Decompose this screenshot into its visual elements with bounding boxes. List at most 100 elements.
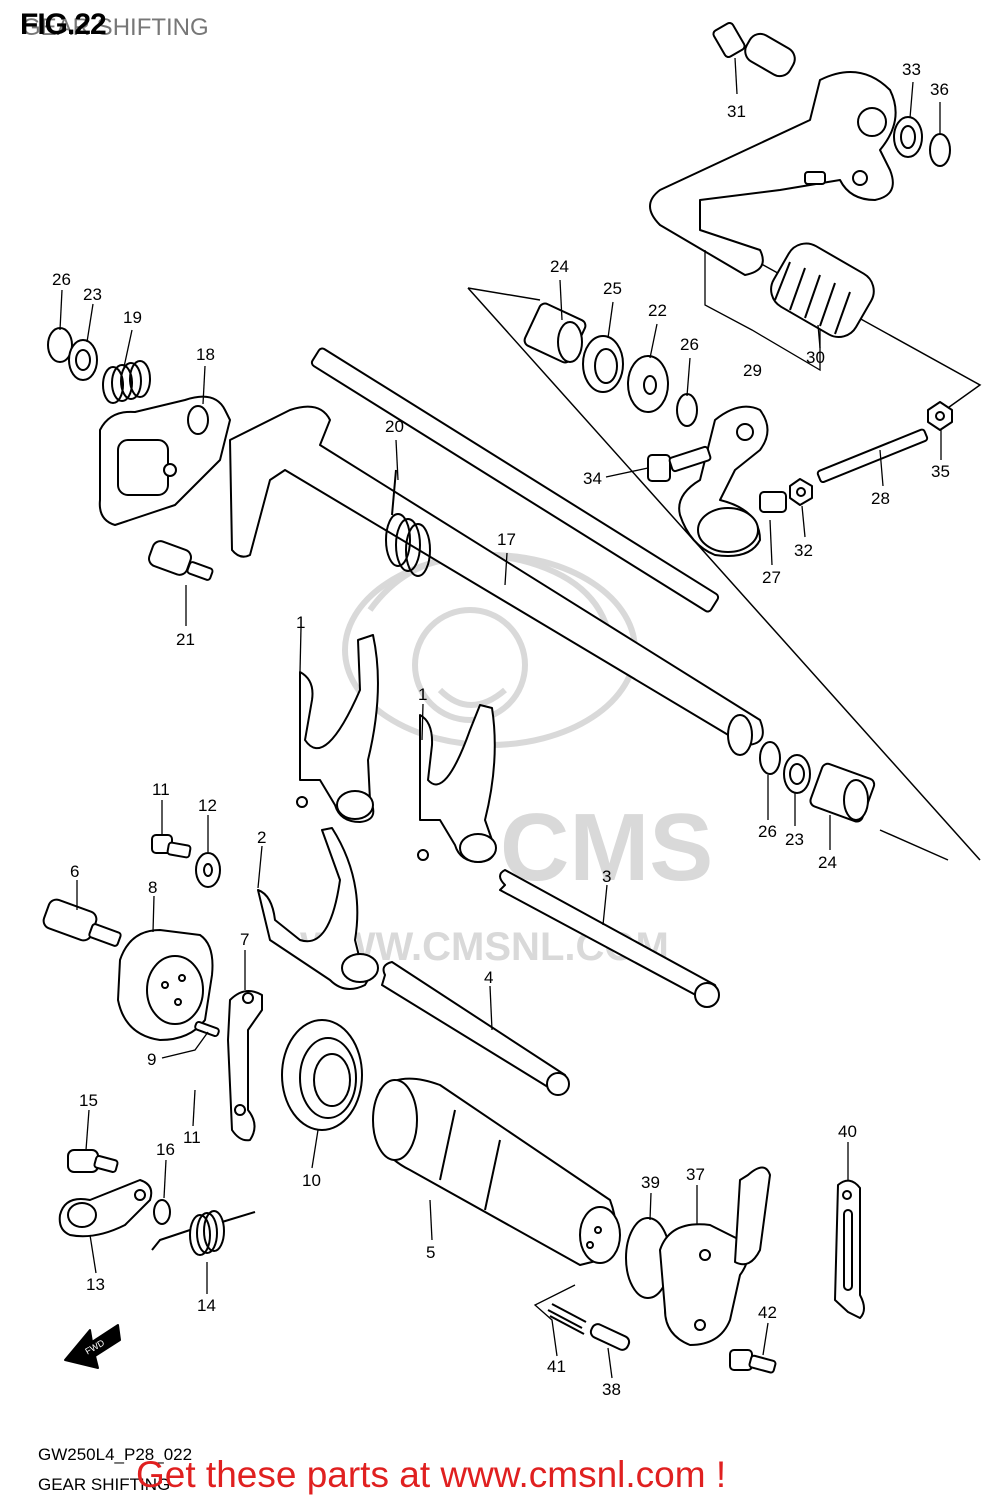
part-42-bolt [729, 1349, 777, 1374]
part-label: 7 [240, 930, 249, 949]
part-label: 20 [385, 417, 404, 436]
part-25-oil-seal [582, 335, 624, 393]
part-label: 12 [198, 796, 217, 815]
part-2-fork [257, 827, 379, 990]
part-label: 42 [758, 1303, 777, 1322]
part-label: 10 [302, 1171, 321, 1190]
part-label: 14 [197, 1296, 216, 1315]
part-38-pin [589, 1323, 631, 1351]
part-22-washer [627, 355, 669, 413]
part-label: 37 [686, 1165, 705, 1184]
part-label: 15 [79, 1091, 98, 1110]
promo-banner-link[interactable]: Get these parts at www.cmsnl.com ! [136, 1454, 727, 1495]
part-4-fork-shaft [381, 961, 570, 1096]
part-label: 23 [83, 285, 102, 304]
part-26-circlip-lower [759, 741, 781, 775]
part-label: 3 [602, 867, 611, 886]
part-24-bushing [523, 302, 587, 364]
part-label: 29 [743, 361, 762, 380]
part-40-strap [834, 1179, 865, 1319]
part-5-shift-cam [372, 1077, 621, 1266]
part-label: 34 [583, 469, 602, 488]
part-label: 2 [257, 828, 266, 847]
part-label: 38 [602, 1380, 621, 1399]
part-16-washer [153, 1199, 171, 1225]
part-1-fork-left [296, 634, 379, 823]
part-8-cam-stopper [117, 929, 214, 1041]
part-23-washer-left [68, 339, 98, 381]
part-label: 41 [547, 1357, 566, 1376]
part-21-bolt [148, 540, 214, 581]
part-26-circlip [676, 393, 698, 427]
part-10-bearing [281, 1019, 363, 1131]
part-label: 6 [70, 862, 79, 881]
part-31-bolt [712, 21, 796, 78]
part-label: 11 [183, 1128, 201, 1147]
part-18-plate [98, 395, 231, 526]
part-11-bolt-upper [151, 834, 192, 859]
part-label: 4 [484, 968, 493, 987]
part-label: 9 [147, 1050, 156, 1069]
part-33-washer [893, 116, 923, 158]
part-label: 21 [176, 630, 195, 649]
fwd-arrow-icon: FWD [64, 1324, 121, 1369]
part-30-rubber-grip [770, 242, 875, 338]
part-label: 16 [156, 1140, 175, 1159]
part-37-plate [659, 1166, 771, 1346]
part-28-tie-rod [816, 428, 929, 484]
part-label: 35 [931, 462, 950, 481]
part-13-stopper-arm [58, 1179, 153, 1238]
part-9-pin [194, 1020, 220, 1038]
figure-title: FIG.22 [20, 8, 107, 41]
part-7-plate [227, 990, 263, 1142]
part-label: 19 [123, 308, 142, 327]
part-label: 25 [603, 279, 622, 298]
part-label: 11 [152, 780, 170, 799]
part-29-shift-lever [649, 71, 897, 276]
part-36-clip [929, 133, 951, 167]
part-label: 26 [758, 822, 777, 841]
part-label: 27 [762, 568, 781, 587]
part-label: 1 [296, 613, 305, 632]
part-label: 22 [648, 301, 667, 320]
part-41-spring [547, 1303, 587, 1335]
part-label: 18 [196, 345, 215, 364]
part-label: 40 [838, 1122, 857, 1141]
diagram-code: GW250L4_P28_022 [38, 1445, 193, 1464]
part-20-spring [385, 469, 431, 577]
part-label: 1 [418, 685, 427, 704]
part-19-spring-left [102, 360, 151, 404]
part-label: 32 [794, 541, 813, 560]
part-34-bolt [647, 445, 712, 482]
part-27-link-arm [678, 405, 787, 557]
part-label: 8 [148, 878, 157, 897]
part-number-labels: 31 33 36 26 23 19 18 24 25 22 26 30 29 2… [52, 60, 950, 1399]
part-24-bushing-lower [809, 762, 876, 823]
part-label: 33 [902, 60, 921, 79]
part-label: 24 [818, 853, 837, 872]
part-label: 39 [641, 1173, 660, 1192]
part-label: 26 [680, 335, 699, 354]
part-label: 26 [52, 270, 71, 289]
part-label: 36 [930, 80, 949, 99]
part-label: 5 [426, 1243, 435, 1262]
part-14-spring [151, 1210, 256, 1256]
part-17-shift-shaft [229, 347, 764, 756]
part-35-nut [927, 401, 953, 431]
part-6-bolt [42, 898, 122, 947]
part-23-washer-lower [783, 754, 811, 794]
watermark-letters: CMS [500, 794, 713, 901]
part-12-washer [195, 852, 221, 888]
parts: FWD [42, 21, 953, 1374]
diagram-name: GEAR SHIFTING [38, 1475, 171, 1494]
part-label: 24 [550, 257, 569, 276]
part-32-nut [789, 478, 813, 506]
part-1-fork-right [417, 704, 497, 863]
part-label: 23 [785, 830, 804, 849]
part-label: 28 [871, 489, 890, 508]
leader-lines [59, 57, 942, 1379]
part-label: 13 [86, 1275, 105, 1294]
part-label: 30 [806, 348, 825, 367]
